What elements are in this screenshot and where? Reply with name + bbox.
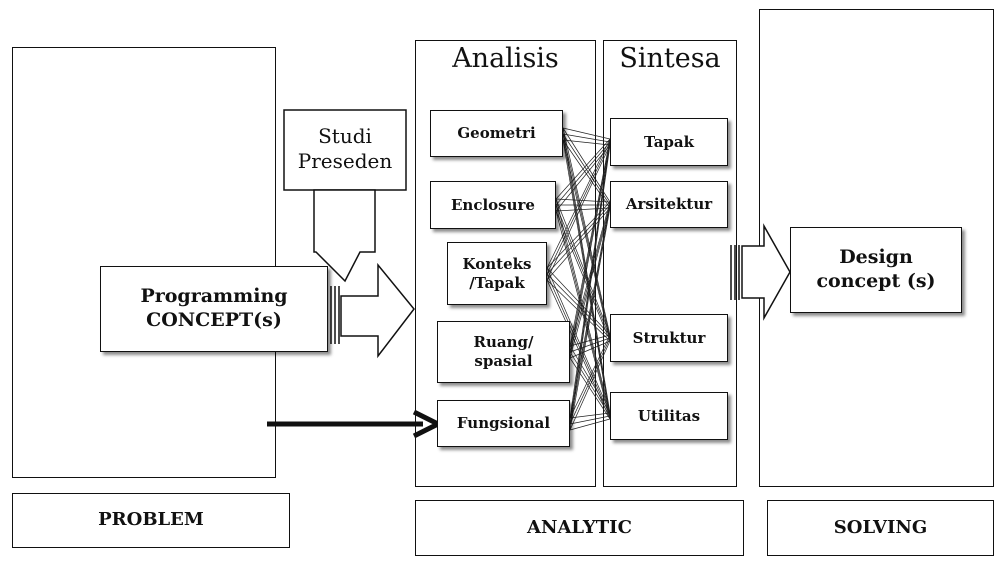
problem-footer: PROBLEM — [12, 493, 290, 548]
analisis-title: Analisis — [452, 43, 559, 75]
connector-line — [546, 267, 611, 414]
connector-line — [546, 279, 611, 342]
sintesa-item-arsitektur: Arsitektur — [610, 181, 728, 228]
connector-line — [569, 334, 611, 347]
connector-line — [569, 141, 611, 353]
connector-line — [569, 204, 611, 425]
connector-line — [555, 198, 611, 336]
connector-line — [555, 204, 611, 339]
connector-line — [569, 334, 611, 419]
connector-line — [546, 138, 611, 269]
connector-line — [569, 207, 611, 431]
connector-line — [562, 133, 611, 339]
analisis-item-konteks-tapak: Konteks /Tapak — [447, 242, 547, 305]
right-arrow-icon — [340, 262, 415, 359]
connector-line — [569, 340, 611, 431]
connector-line — [569, 351, 611, 417]
connector-line — [569, 337, 611, 425]
connector-line — [569, 415, 611, 425]
connector-line — [562, 127, 611, 336]
connector-line — [569, 340, 611, 359]
analisis-item-fungsional: Fungsional — [437, 400, 570, 447]
sintesa-item-tapak: Tapak — [610, 118, 728, 166]
connector-line — [569, 201, 611, 419]
connector-line — [569, 138, 611, 419]
connector-line — [569, 141, 611, 425]
sintesa-title: Sintesa — [619, 43, 721, 75]
connector-line — [562, 133, 611, 143]
analytic-footer: ANALYTIC — [415, 500, 744, 556]
studi-preseden-label: Studi Preseden — [297, 124, 393, 173]
solving-footer: SOLVING — [767, 500, 994, 556]
connector-line — [546, 141, 611, 275]
problem-panel — [12, 47, 276, 478]
connector-lines — [546, 127, 611, 431]
connector-line — [569, 418, 611, 431]
sintesa-item-utilitas: Utilitas — [610, 392, 728, 440]
fungsional-pointer-arrow — [267, 409, 444, 439]
studi-preseden-box — [283, 109, 407, 191]
connector-line — [569, 138, 611, 347]
connector-line — [569, 345, 611, 414]
design-arrow-icon — [741, 223, 791, 321]
programming-concept-box: Programming CONCEPT(s) — [100, 266, 328, 352]
analisis-item-enclosure: Enclosure — [430, 181, 556, 229]
connector-line — [562, 127, 611, 140]
connector-line — [569, 357, 611, 420]
sintesa-item-struktur: Struktur — [610, 314, 728, 362]
down-arrow-icon — [313, 189, 376, 283]
connector-line — [555, 210, 611, 342]
connector-line — [555, 138, 611, 200]
analisis-item-ruang-spasial: Ruang/ spasial — [437, 321, 570, 383]
connector-line — [569, 201, 611, 347]
connector-line — [546, 273, 611, 417]
connector-line — [555, 141, 611, 206]
connector-line — [555, 144, 611, 212]
connector-line — [569, 412, 611, 419]
design-concept-box: Design concept (s) — [790, 227, 962, 313]
analisis-item-geometri: Geometri — [430, 110, 563, 157]
connector-line — [569, 337, 611, 353]
